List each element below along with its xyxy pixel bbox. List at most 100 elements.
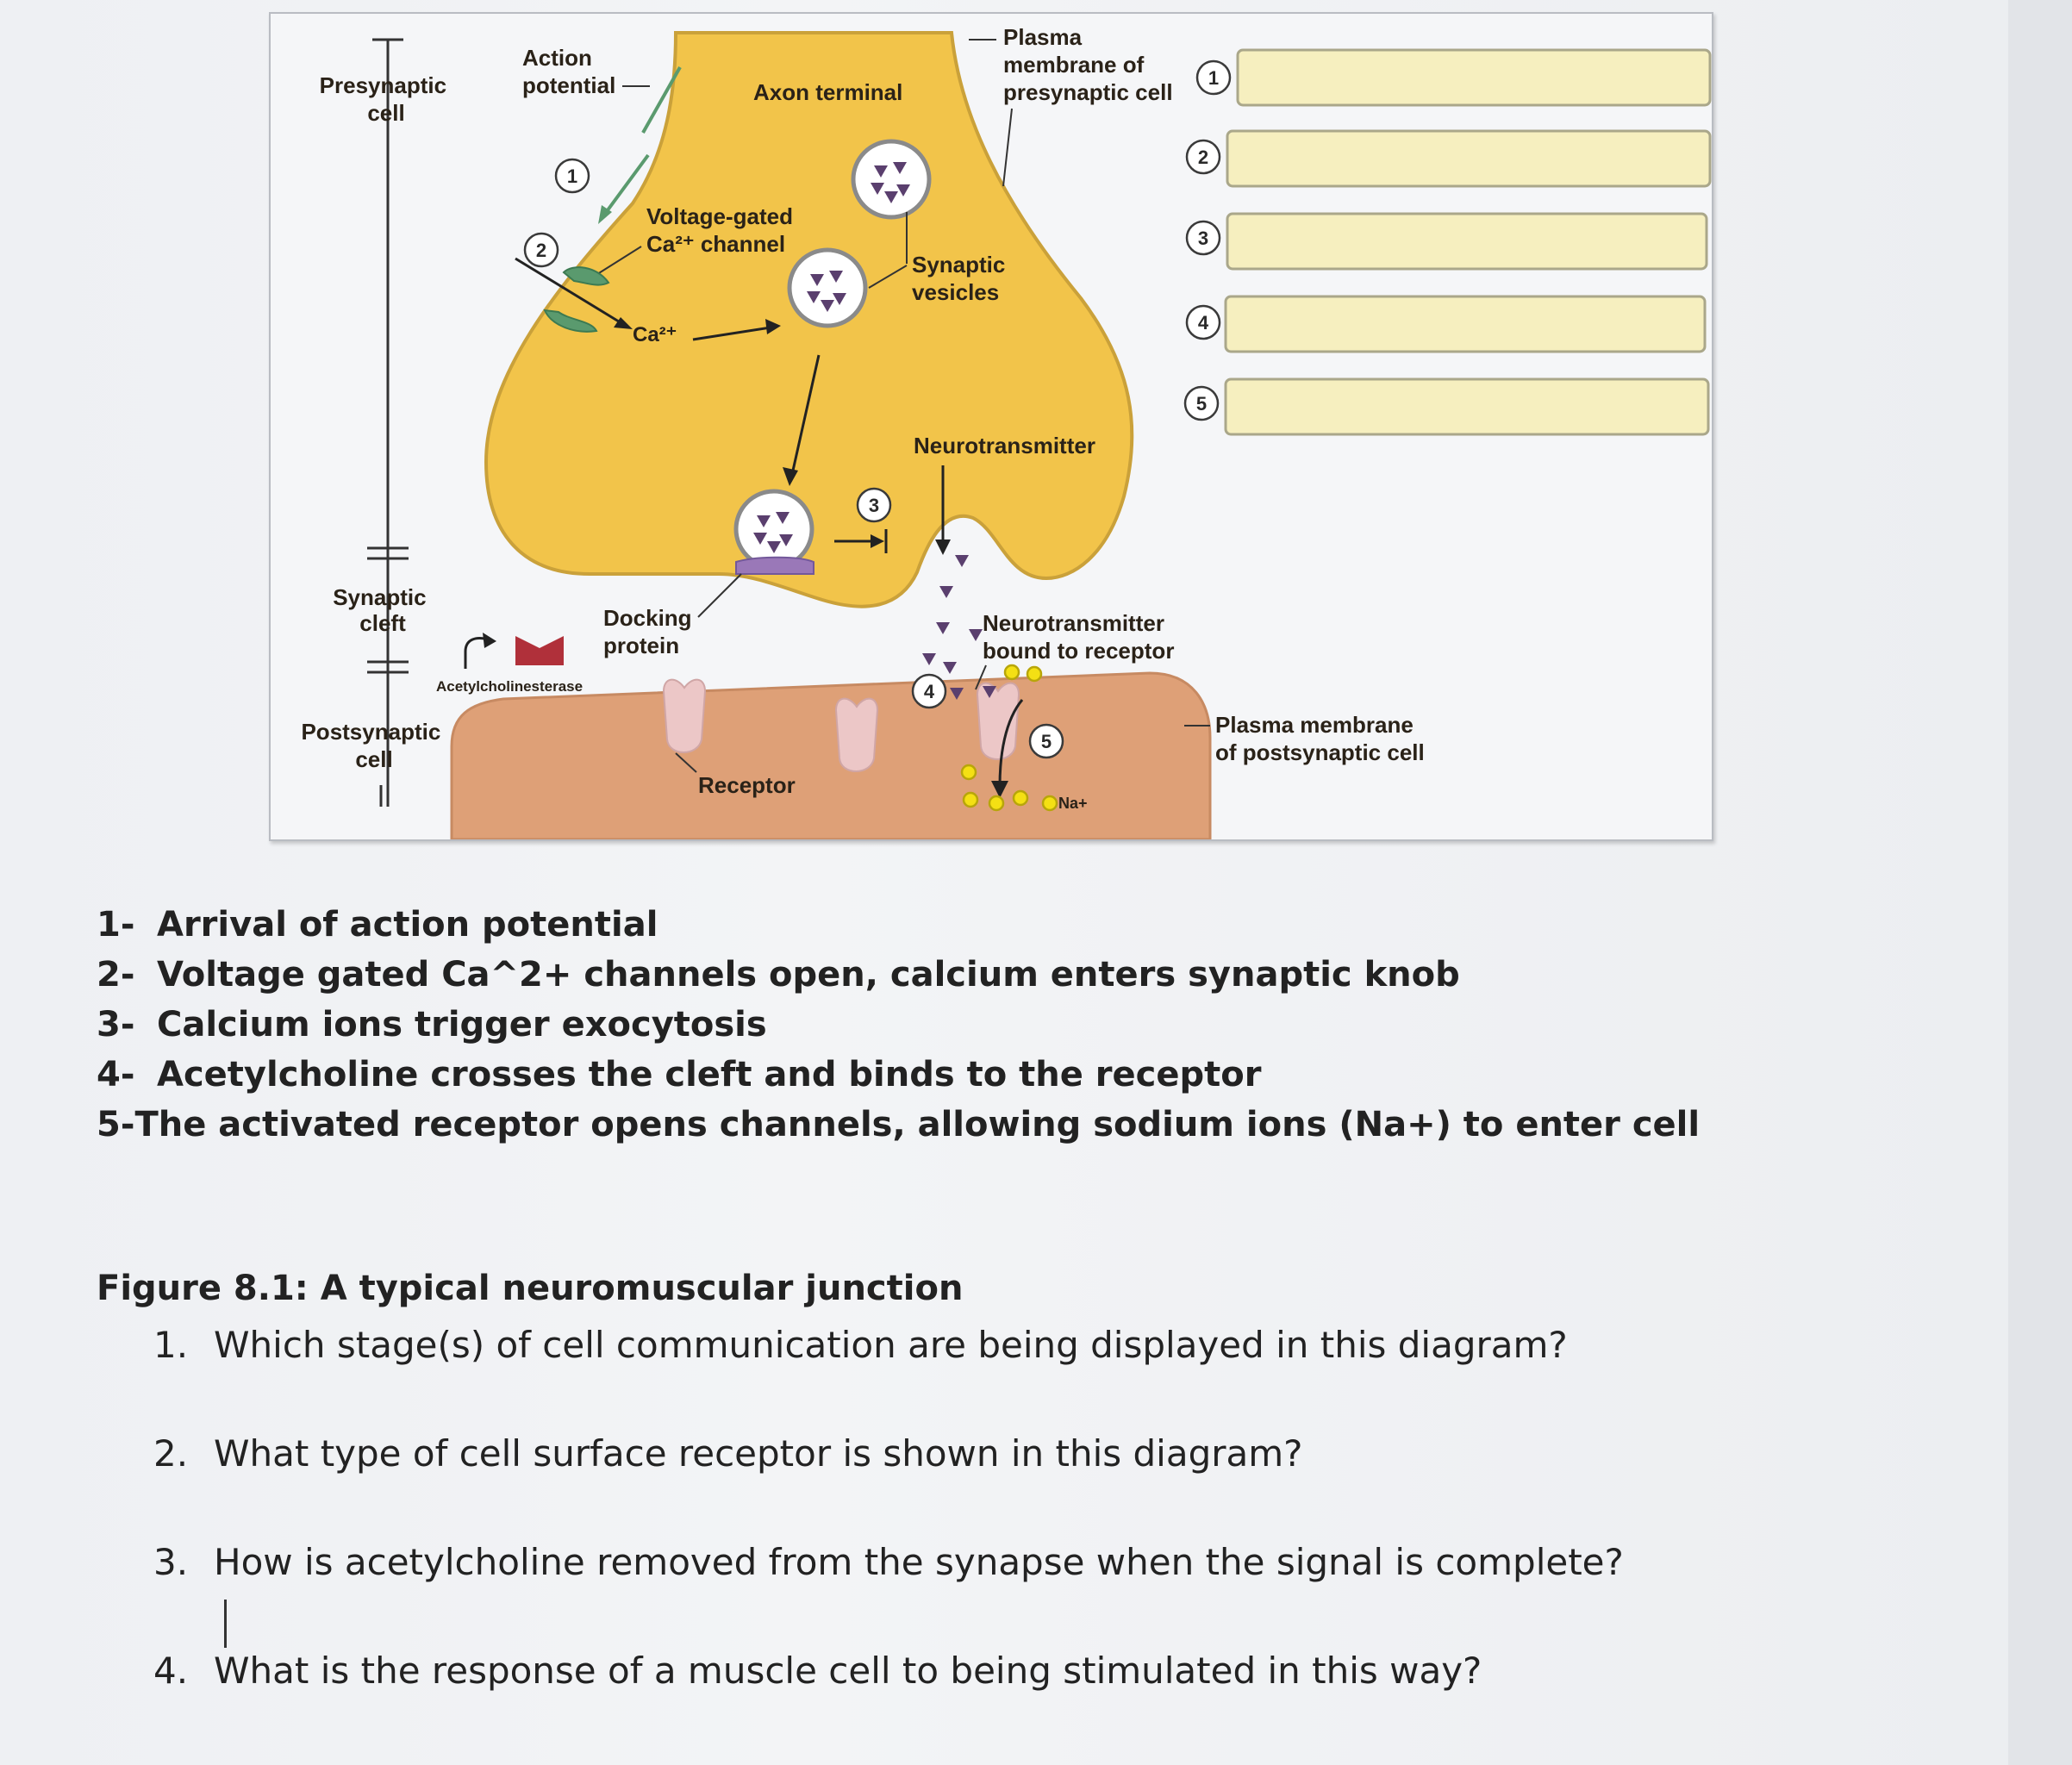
voltage-gated-channel-label: Voltage-gated Ca²⁺ channel (646, 203, 799, 257)
action-potential-arrow (601, 153, 650, 219)
step-text: Arrival of action potential (157, 905, 658, 945)
step-item: 3- Calcium ions trigger exocytosis (97, 1000, 1562, 1050)
step-item: 4- Acetylcholine crosses the cleft and bi… (97, 1050, 1562, 1100)
answer-box-1[interactable] (1236, 48, 1712, 107)
leader-line (1002, 108, 1013, 187)
svg-text:5: 5 (1196, 393, 1207, 415)
question-item: 3. How is acetylcholine removed from the … (153, 1541, 1624, 1583)
ca-entry-arrow (515, 257, 627, 327)
step-marker-2: 2 (523, 232, 559, 268)
plasma-membrane-pre-label: Plasma membrane of presynaptic cell (1003, 24, 1173, 105)
answer-box-2[interactable] (1226, 129, 1712, 188)
sodium-flow-arrow (998, 699, 1024, 787)
presynaptic-cell-label: Presynaptic cell (320, 72, 453, 126)
answer-slot-1: 1 (1195, 59, 1232, 96)
svg-text:2: 2 (536, 240, 546, 261)
leader-line (975, 664, 987, 690)
leader-line (594, 246, 642, 277)
arrowhead (871, 534, 884, 548)
receptor-label: Receptor (698, 772, 796, 798)
svg-text:5: 5 (1041, 731, 1052, 752)
receptor-bound (976, 682, 1020, 760)
step-marker-3: 3 (856, 487, 892, 523)
action-potential-arrow (641, 66, 682, 134)
released-neurotransmitters (922, 555, 983, 700)
svg-text:4: 4 (924, 681, 935, 702)
receptor-left (662, 678, 707, 753)
synaptic-vesicles-label: Synaptic vesicles (912, 252, 1012, 305)
answer-slot-3: 3 (1185, 220, 1221, 256)
question-number: 2. (153, 1432, 189, 1475)
step-item: 1-Arrival of action potential (97, 900, 1562, 950)
answer-slot-4: 4 (1185, 304, 1221, 340)
question-text: What type of cell surface receptor is sh… (214, 1432, 1303, 1475)
arrowhead (935, 539, 951, 555)
step-text: Acetylcholine crosses the cleft and bind… (157, 1055, 1262, 1095)
page-edge (2008, 0, 2072, 1765)
acetylcholinesterase (464, 633, 564, 669)
step-number: 4- (97, 1055, 135, 1095)
arrowhead (598, 205, 612, 224)
sodium-label: Na+ (1058, 795, 1088, 812)
nt-bound-label: Neurotransmitter bound to receptor (983, 610, 1174, 664)
arrowhead (765, 319, 781, 334)
question-item: 1.Which stage(s) of cell communication a… (153, 1324, 1568, 1366)
figure-caption: Figure 8.1: A typical neuromuscular junc… (97, 1269, 964, 1308)
docking-protein-label: Docking protein (603, 605, 698, 658)
leader-line (868, 265, 908, 289)
answer-slot-5: 5 (1183, 385, 1220, 421)
text-cursor (224, 1600, 227, 1648)
step-number: 2- (97, 955, 135, 995)
question-text: How is acetylcholine removed from the sy… (214, 1541, 1624, 1583)
postsynaptic-cell-label: Postsynaptic cell (301, 719, 446, 772)
leader-line (697, 573, 742, 618)
arrowhead (783, 467, 798, 486)
svg-text:1: 1 (567, 165, 577, 187)
question-number: 4. (153, 1650, 189, 1692)
svg-text:3: 3 (1198, 228, 1208, 249)
action-potential-label: Action potential (522, 45, 615, 98)
answer-box-5[interactable] (1224, 377, 1710, 436)
question-text: What is the response of a muscle cell to… (214, 1650, 1482, 1692)
voltage-gated-channel (562, 266, 610, 286)
sodium-ions (960, 664, 1058, 812)
step-number: 3- (97, 1005, 135, 1045)
synaptic-vesicle (851, 139, 932, 220)
receptor-middle (834, 697, 879, 772)
arrowhead (991, 781, 1008, 798)
postsynaptic-cell (450, 671, 1212, 839)
plasma-membrane-post-label: Plasma membrane of postsynaptic cell (1215, 712, 1425, 765)
leader-line (675, 752, 697, 773)
svg-text:3: 3 (869, 495, 879, 516)
step-text: Calcium ions trigger exocytosis (157, 1005, 767, 1045)
neurotransmitter-label: Neurotransmitter (914, 433, 1095, 458)
svg-text:2: 2 (1198, 147, 1208, 168)
steps-list: 1-Arrival of action potential 2- Voltage … (97, 900, 1700, 1150)
question-item: 4. What is the response of a muscle cell … (153, 1650, 1482, 1692)
step-marker-1: 1 (554, 158, 590, 194)
question-number: 3. (153, 1541, 189, 1583)
step-marker-5: 5 (1028, 723, 1064, 759)
neuromuscular-junction-figure: Presynaptic cell Synaptic cleft Postsyna… (269, 12, 1713, 841)
step-number: 5- (97, 1105, 135, 1144)
vesicle-movement-arrow (791, 354, 821, 471)
svg-text:1: 1 (1208, 67, 1219, 89)
step-item: 5-The activated receptor opens channels,… (97, 1100, 1700, 1150)
calcium-arrow (692, 326, 771, 341)
svg-text:4: 4 (1198, 312, 1209, 334)
arrowhead (614, 317, 633, 329)
step-item: 2- Voltage gated Ca^2+ channels open, cal… (97, 950, 1562, 1000)
step-marker-4: 4 (911, 673, 947, 709)
docking-vesicle (733, 489, 814, 570)
synaptic-cleft-label: Synaptic cleft (333, 584, 433, 636)
answer-box-3[interactable] (1226, 212, 1708, 271)
step-text: Voltage gated Ca^2+ channels open, calci… (157, 955, 1460, 995)
calcium-ion-label: Ca²⁺ (633, 323, 677, 346)
answer-box-4[interactable] (1224, 295, 1707, 353)
question-text: Which stage(s) of cell communication are… (214, 1324, 1568, 1366)
acetylcholinesterase-label: Acetylcholinesterase (436, 678, 583, 695)
synaptic-vesicle (787, 247, 868, 328)
synapse-diagram: Presynaptic cell Synaptic cleft Postsyna… (301, 24, 1712, 839)
step-text: The activated receptor opens channels, a… (134, 1105, 1701, 1144)
axon-terminal-label: Axon terminal (753, 79, 902, 105)
